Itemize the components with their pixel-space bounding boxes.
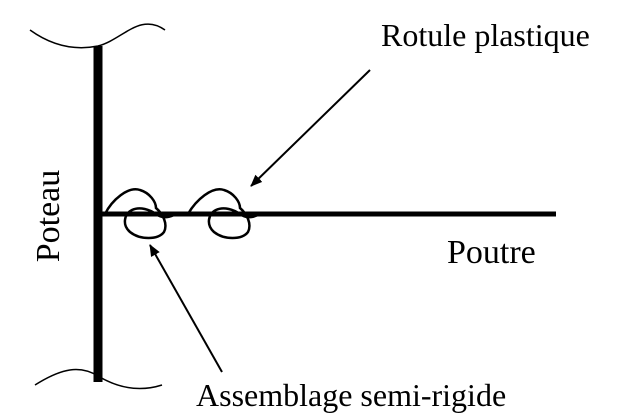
label-poteau: Poteau: [30, 170, 67, 263]
label-rotule-plastique: Rotule plastique: [381, 17, 590, 53]
semi-rigid-connection-symbol: [103, 188, 177, 240]
connection-arrow: [149, 244, 223, 373]
label-assemblage-semi-rigide: Assemblage semi-rigide: [196, 377, 506, 413]
plastic-hinge-symbol: [186, 188, 261, 240]
column-top-break-line: [29, 23, 166, 49]
plastic-hinge-arrow: [250, 69, 371, 187]
label-poutre: Poutre: [447, 234, 536, 271]
